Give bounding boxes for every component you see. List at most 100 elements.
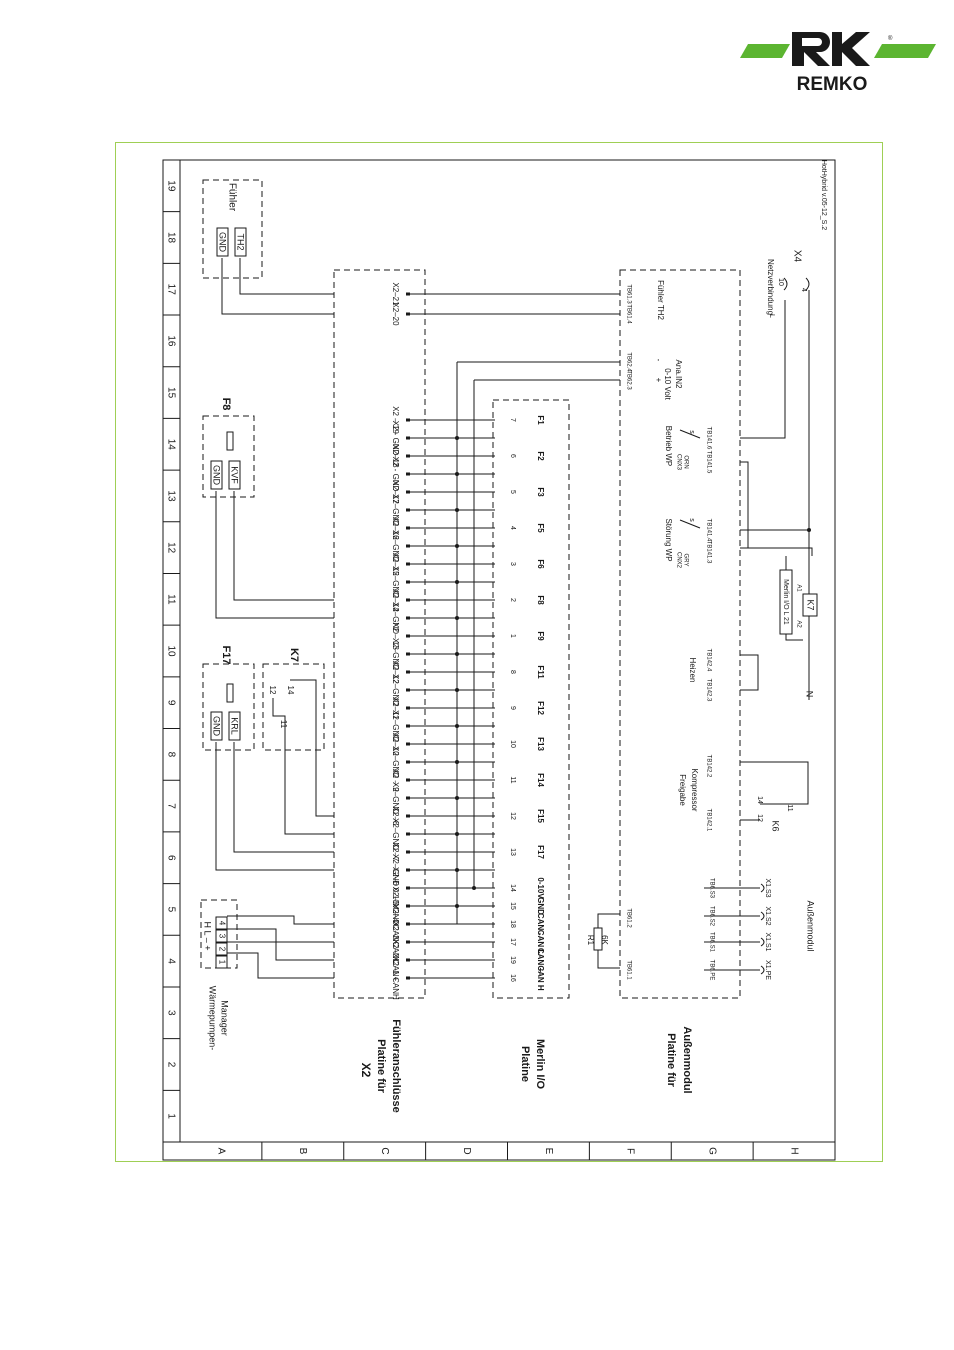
junction-dot bbox=[455, 544, 459, 548]
x2-terminal-label: X2–12 bbox=[391, 660, 400, 684]
x2-terminal bbox=[406, 850, 410, 854]
logo-r-mark bbox=[792, 32, 830, 66]
aussen-box bbox=[619, 269, 741, 999]
aussen-title: Außenmodul bbox=[681, 1026, 693, 1093]
terminal-symbol bbox=[783, 277, 788, 291]
switch-label: s bbox=[688, 430, 695, 434]
fuehler-box bbox=[202, 179, 263, 279]
x2-terminal-label: X2–GND bbox=[391, 638, 400, 670]
merlin-pin-number: 15 bbox=[509, 902, 516, 910]
x2-terminal-label: X2 - GND bbox=[391, 421, 400, 456]
x2-terminal bbox=[406, 292, 410, 296]
th-gnd-wire bbox=[221, 258, 334, 315]
plus-label: + bbox=[654, 378, 663, 383]
f8-box bbox=[202, 415, 255, 498]
wires bbox=[215, 258, 813, 979]
grid-row-letter: A bbox=[215, 1148, 226, 1155]
heizen-wire bbox=[740, 654, 759, 691]
l-label: L bbox=[768, 314, 775, 318]
k7-coil bbox=[802, 593, 818, 617]
x2-terminal bbox=[406, 598, 410, 602]
module-boxes bbox=[200, 179, 741, 999]
tb6-label: TB6.S2 bbox=[708, 906, 714, 927]
junction-dot bbox=[455, 616, 459, 620]
fuehler-th2-label: Fühler TH2 bbox=[656, 280, 665, 320]
x2-terminal-label: X2 – 19 bbox=[391, 406, 400, 434]
merlin-pin-number: 18 bbox=[509, 920, 516, 928]
grid-column-number: 10 bbox=[165, 645, 176, 657]
aussenmodul-label: Außenmodul bbox=[806, 900, 816, 951]
merlin-input-label: F12 bbox=[536, 701, 545, 715]
junction-dot bbox=[472, 886, 476, 890]
switch-label: s bbox=[688, 518, 695, 522]
x2-terminal bbox=[406, 868, 410, 872]
merlin-input-label: GND bbox=[536, 897, 545, 915]
tb-terminal-label: TB141.6 bbox=[705, 427, 711, 450]
merlin-pin-number: 2 bbox=[509, 598, 516, 602]
x2-terminal-label: X2–11 bbox=[391, 697, 400, 720]
grid-column-number: 2 bbox=[165, 1062, 176, 1068]
x2-title: Fühleranschlüsse bbox=[390, 1019, 402, 1113]
x2-terminal-label: X2 – 13 bbox=[391, 622, 400, 650]
fuehler-title: Fühler bbox=[226, 183, 237, 212]
f8-kvf-wire bbox=[233, 491, 334, 601]
x2-terminal bbox=[406, 472, 410, 476]
k6-label: K6 bbox=[771, 820, 781, 831]
merlin-pin-number: 19 bbox=[509, 956, 516, 964]
pin-krl-label: KRL bbox=[230, 717, 240, 735]
merlin-input-label: 0-10V bbox=[536, 877, 545, 899]
grid-row-letter: D bbox=[461, 1147, 472, 1154]
resistor-r1 bbox=[593, 927, 603, 951]
x2-terminal-label: X2–GND bbox=[391, 746, 400, 778]
x2-terminal bbox=[406, 958, 410, 962]
manager-terminal-top: H L – + bbox=[203, 922, 213, 951]
junction-dot bbox=[455, 652, 459, 656]
manager-terminal-number: 3 bbox=[217, 934, 226, 939]
x2-terminal bbox=[406, 760, 410, 764]
pin-gnd-label: GND bbox=[212, 465, 222, 486]
f8-title: F8 bbox=[220, 398, 232, 411]
x2-terminal-label: X2–7 bbox=[391, 843, 400, 862]
merlin-pin-number: 17 bbox=[509, 938, 516, 946]
merlin-input-label: F6 bbox=[536, 559, 545, 569]
manager-terminal bbox=[215, 942, 228, 956]
k7-pin: 11 bbox=[279, 720, 288, 729]
kompressor-label: Kompressor bbox=[690, 768, 699, 811]
merlin-pin-number: 14 bbox=[509, 884, 516, 892]
x2-terminal-label: X2–14 bbox=[391, 588, 400, 612]
junction-dot bbox=[455, 904, 459, 908]
x2-terminal bbox=[406, 688, 410, 692]
tb6-label: TB6.S1 bbox=[708, 932, 714, 953]
junction-dot bbox=[807, 528, 811, 532]
tb-terminal-label: TB61.1 bbox=[625, 960, 631, 980]
merlin-pin-number: 7 bbox=[509, 418, 516, 422]
minus-label: - bbox=[654, 359, 663, 362]
merlin-pin-number: 13 bbox=[509, 848, 516, 856]
betrieb-to-stoerung bbox=[740, 461, 749, 549]
x2-terminal bbox=[406, 886, 410, 890]
x2-terminal-label: X2–GND bbox=[391, 674, 400, 706]
x2-terminal bbox=[406, 526, 410, 530]
can-minus-wire bbox=[227, 915, 334, 925]
x2-box bbox=[333, 269, 426, 999]
logo-wordmark: REMKO bbox=[797, 74, 868, 95]
x2-terminal bbox=[406, 562, 410, 566]
tb-terminal-label: TB141.4 bbox=[705, 519, 711, 542]
terminal-symbol bbox=[760, 937, 765, 947]
merlin-input-label: F5 bbox=[536, 523, 545, 533]
betrieb-label: Betrieb WP bbox=[664, 426, 673, 466]
pin-gnd bbox=[210, 460, 223, 490]
f17-krl-wire bbox=[233, 742, 334, 853]
merlin-l21-tag bbox=[779, 569, 793, 635]
k7-14-wire bbox=[290, 679, 334, 817]
grid-column-number: 8 bbox=[165, 752, 176, 758]
merlin-pin-number: 3 bbox=[509, 562, 516, 566]
junction-dot bbox=[455, 580, 459, 584]
tb-terminal-label: TB62.3 bbox=[625, 370, 631, 390]
tb-terminal-label: TB142.4 bbox=[705, 649, 711, 672]
x2-terminal-label: X2–16 bbox=[391, 516, 400, 540]
n-label: N bbox=[805, 691, 815, 698]
terminal-symbol bbox=[760, 911, 765, 921]
x2-terminal-label: X2–20 bbox=[391, 302, 400, 326]
merlin-input-label: F2 bbox=[536, 451, 545, 461]
